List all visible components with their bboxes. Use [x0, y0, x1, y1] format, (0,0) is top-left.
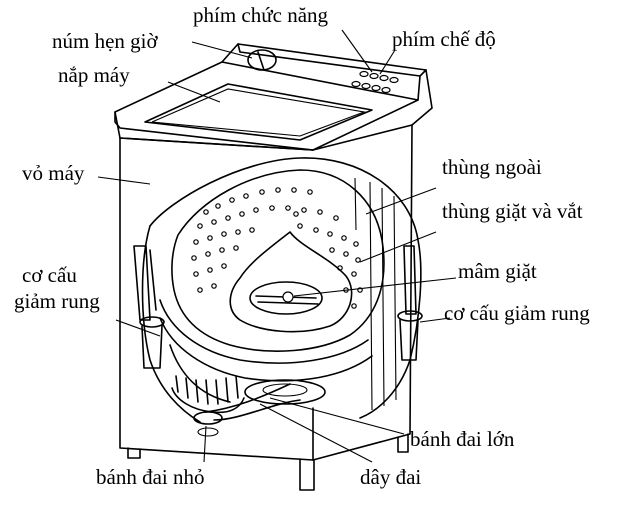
label-mode-buttons: phím chế độ: [392, 27, 496, 51]
label-timer-knob: núm hẹn giờ: [52, 29, 158, 53]
outer-tub: [141, 157, 422, 423]
leader-lines: [97, 29, 457, 463]
control-buttons: [351, 70, 399, 94]
label-casing: vỏ máy: [22, 161, 85, 185]
lid-panel: [144, 83, 373, 141]
labels: phím chức năng núm hẹn giờ phím chế độ n…: [14, 3, 590, 489]
label-damper-right: cơ cấu giảm rung: [444, 301, 590, 325]
wash-spin-tub: [171, 169, 385, 352]
label-lid: nắp máy: [58, 63, 130, 87]
pulsator: [229, 231, 353, 333]
label-function-buttons: phím chức năng: [193, 3, 329, 27]
label-outer-tub: thùng ngoài: [442, 155, 542, 179]
tub-perforations: [191, 187, 363, 309]
motor-small-pulley: [171, 375, 245, 437]
belt-line: [213, 399, 301, 421]
label-large-pulley: bánh đai lớn: [410, 427, 515, 451]
label-belt: dây đai: [360, 465, 421, 489]
large-pulley: [244, 379, 326, 405]
label-pulsator: mâm giặt: [458, 259, 537, 283]
damper-right: [397, 245, 423, 361]
timer-knob: [247, 49, 277, 71]
damper-left: [133, 245, 165, 369]
lower-assembly: [159, 299, 373, 437]
label-wash-spin-tub: thùng giặt và vắt: [442, 199, 583, 223]
label-small-pulley: bánh đai nhỏ: [96, 465, 204, 489]
label-damper-left: cơ cấu giảm rung: [14, 263, 100, 313]
machine-top: [114, 43, 433, 151]
